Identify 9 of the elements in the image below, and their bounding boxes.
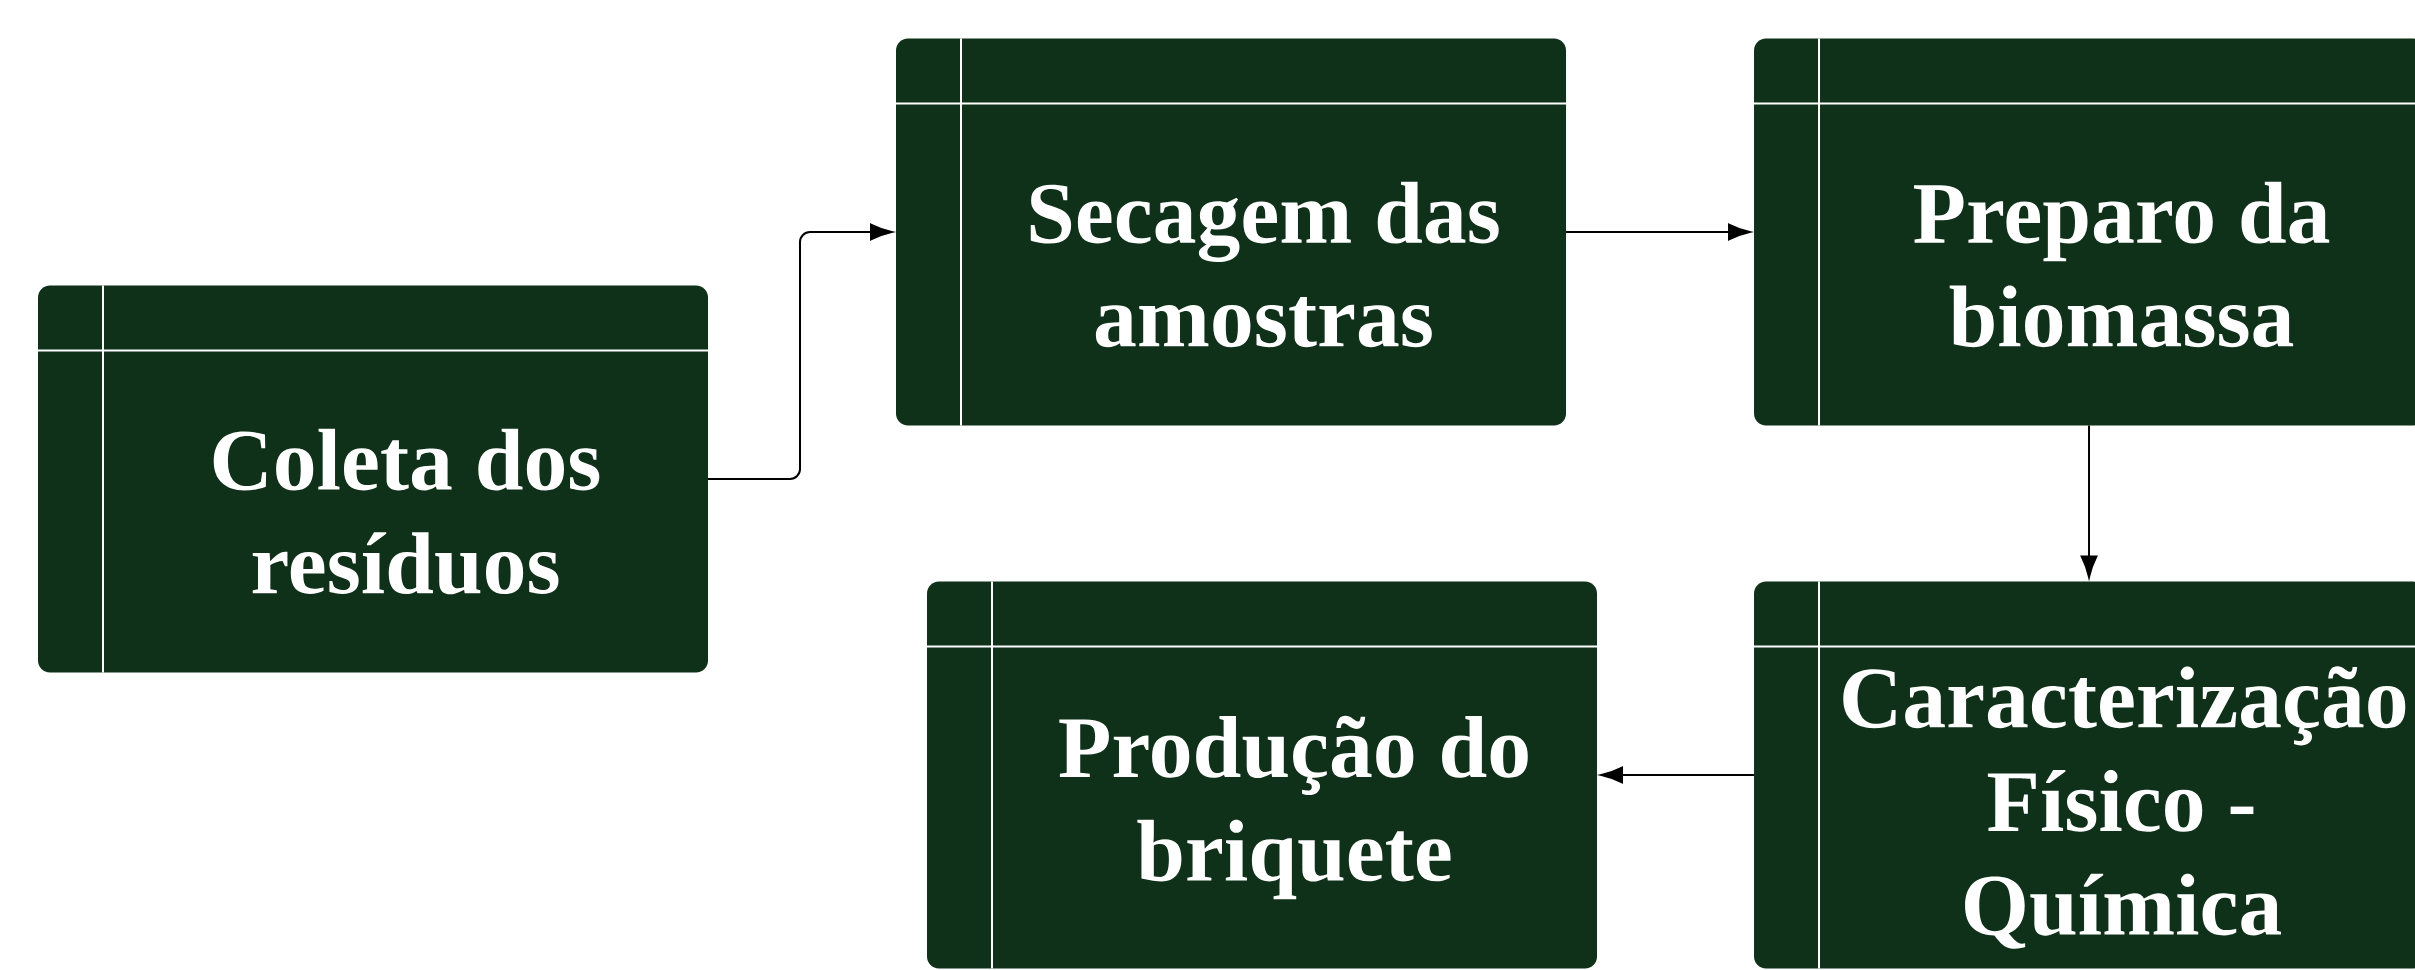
arrow: [1565, 223, 1751, 241]
process-box: Secagem das amostras: [895, 37, 1568, 427]
process-box: Produção do briquete: [926, 580, 1599, 970]
process-box: Coleta dos resíduos: [37, 284, 709, 674]
arrow: [707, 223, 893, 480]
arrow: [1600, 766, 1755, 784]
process-box: Caracterização Físico - Química: [1753, 580, 2415, 970]
arrow: [2080, 424, 2098, 579]
process-box: Preparo da biomassa: [1753, 37, 2415, 427]
